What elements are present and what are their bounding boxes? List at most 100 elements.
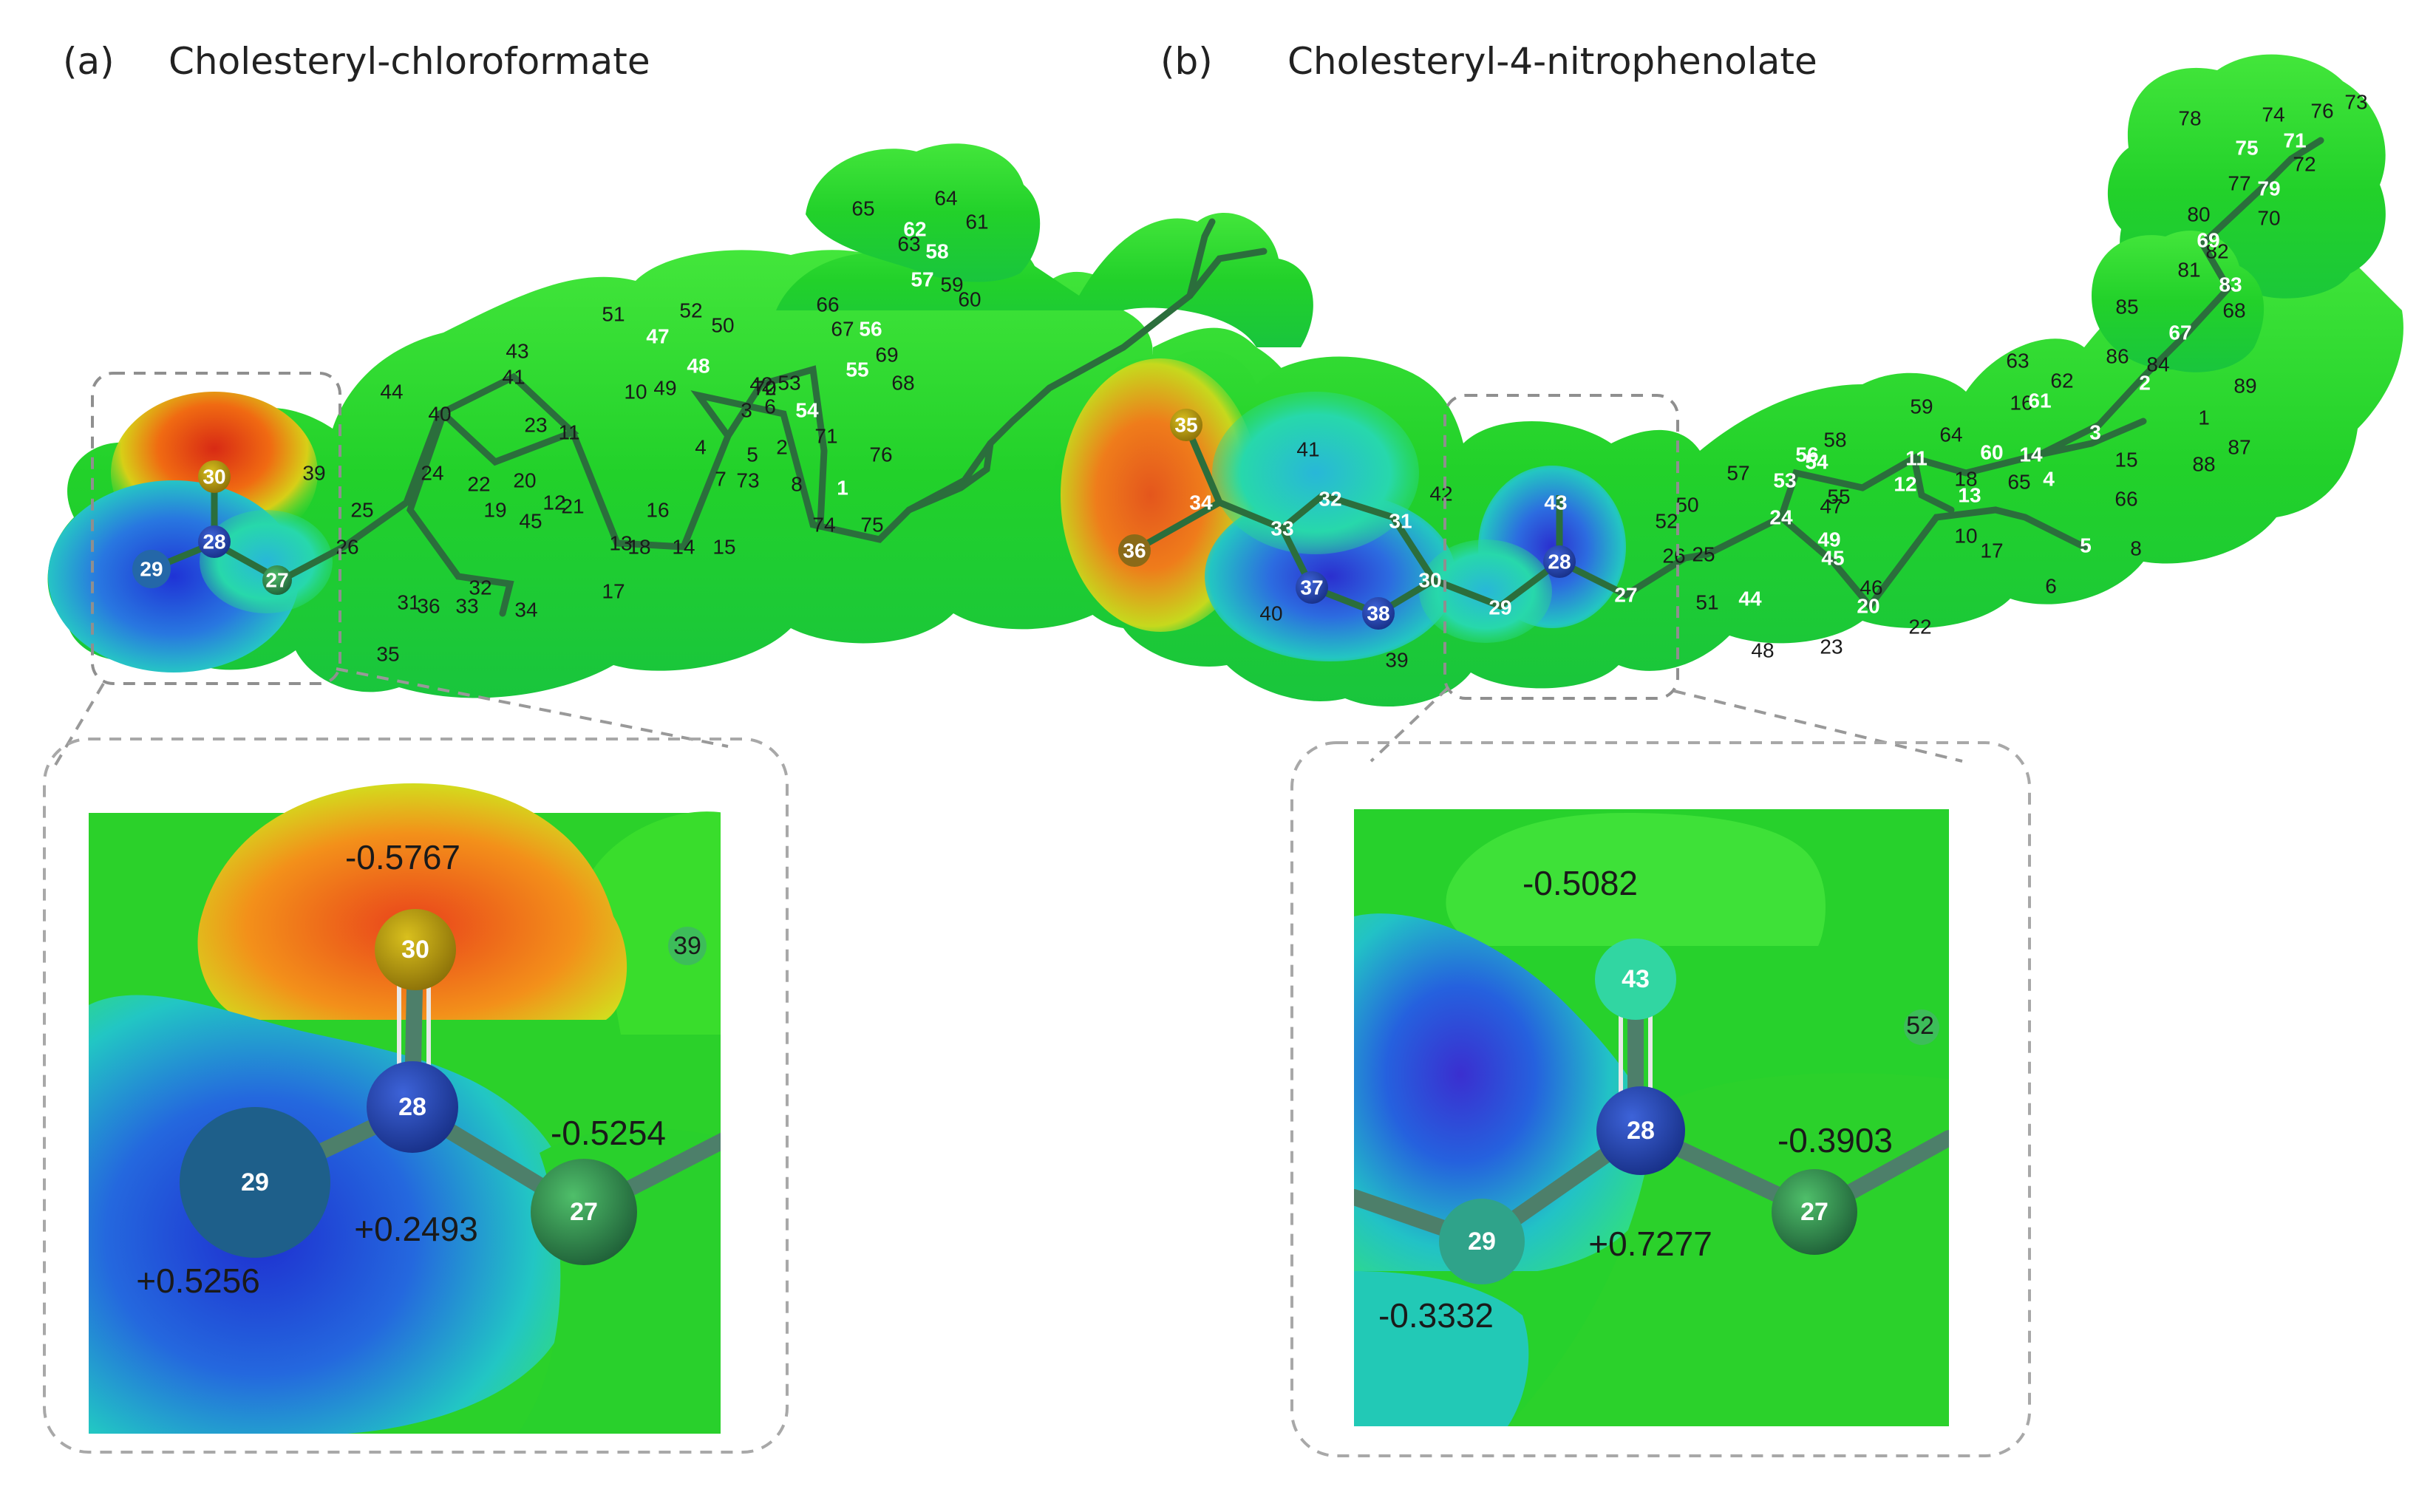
panel-b-atom-label-79: 79: [2257, 177, 2280, 200]
panel-a-atom-label-24: 24: [421, 462, 443, 485]
panel-a-atom-label-17: 17: [602, 580, 625, 603]
panel-b-atom-label-60: 60: [1980, 441, 2003, 464]
zoom-b-atom-label-52: 52: [1906, 1012, 1934, 1040]
panel-b-atom-label-10: 10: [1954, 525, 1977, 548]
panel-b-atom-label-83: 83: [2219, 273, 2242, 296]
zoom-b-atom-43: [1595, 939, 1676, 1020]
zoom-b-atom-label-29: 29: [1468, 1227, 1496, 1256]
panel-a-atom-label-13: 13: [609, 532, 632, 555]
panel-a-atom-label-12: 12: [542, 491, 565, 514]
panel-b-zoom-inset: 43 28 29 27 52 -0.5082 -0.3903 +0.7277 -…: [1290, 741, 2031, 1457]
panel-b-atom-label-69: 69: [2197, 229, 2219, 252]
panel-b-atom-label-85: 85: [2115, 296, 2138, 319]
panel-a-atoms: [132, 460, 292, 595]
panel-b-atom-label-50: 50: [1675, 494, 1698, 517]
zoom-b-atom-52: [1904, 1009, 1939, 1045]
panel-b-atom-label-66: 66: [2115, 488, 2137, 511]
panel-b-atom-label-41: 41: [1296, 438, 1319, 461]
panel-b-atom-label-72: 72: [2293, 153, 2316, 176]
panel-a: (a) Cholesteryl-chloroformate: [43, 40, 1313, 1454]
panel-a-atom-label-16: 16: [646, 499, 669, 522]
panel-a-atom-label-63: 63: [897, 233, 920, 256]
panel-a-atom-label-15: 15: [712, 536, 735, 559]
zoom-b-atom-28: [1596, 1086, 1685, 1175]
panel-a-atom-label-76: 76: [869, 443, 892, 466]
panel-a-atom-label-42: 42: [749, 373, 772, 396]
atom-sphere-28: [198, 525, 231, 558]
panel-b-title: Cholesteryl-4-nitrophenolate: [1287, 40, 1817, 83]
panel-b-atom-label-87: 87: [2228, 436, 2250, 459]
panel-a-atom-label-57: 57: [911, 268, 933, 291]
zoom-b-atom-27: [1772, 1169, 1857, 1255]
panel-b-atom-label-86: 86: [2106, 345, 2129, 368]
panel-a-atom-label-61: 61: [965, 211, 988, 234]
atom-sphere-28b: [1543, 545, 1576, 578]
panel-a-atom-label-68: 68: [891, 372, 914, 395]
charge-b-atom43: -0.5082: [1522, 864, 1638, 902]
zoom-a-atom-label-30: 30: [401, 936, 429, 964]
panel-b-atom-label-58: 58: [1823, 429, 1846, 452]
panel-b-atom-label-74: 74: [2262, 103, 2284, 126]
panel-b-atom-label-49: 49: [1817, 528, 1840, 551]
panel-a-atom-label-40: 40: [428, 403, 451, 426]
zoom-a-atom-label-27: 27: [570, 1198, 598, 1226]
panel-b-atom-label-28: 28: [1548, 551, 1571, 573]
panel-b-atom-label-2: 2: [2139, 372, 2151, 395]
panel-b-atom-label-43: 43: [1544, 491, 1567, 514]
panel-a-atom-label-20: 20: [513, 469, 536, 492]
zoom-b-atom-29: [1439, 1199, 1525, 1284]
charge-b-atom29: -0.3332: [1378, 1296, 1494, 1335]
panel-a-atom-label-49: 49: [653, 377, 676, 400]
panel-a-atom-label-75: 75: [860, 514, 883, 537]
panel-a-atom-label-67: 67: [831, 318, 854, 341]
panel-b-atom-label-48: 48: [1751, 639, 1774, 662]
zoom-a-atom-27: [531, 1159, 637, 1265]
panel-a-atom-label-60: 60: [958, 288, 981, 311]
panel-a-atom-label-74: 74: [812, 514, 835, 537]
panel-b-atom-label-78: 78: [2178, 107, 2201, 130]
panel-a-atom-label-56: 56: [859, 318, 882, 341]
atom-sphere-35: [1170, 409, 1202, 441]
panel-b: (b) Cholesteryl-4-nitrophenolate: [1052, 40, 2403, 1457]
charge-a-atom29: +0.5256: [136, 1261, 260, 1300]
panel-a-atom-label-5: 5: [746, 443, 758, 466]
panel-a-atom-label-10: 10: [624, 381, 647, 403]
panel-b-atom-label-70: 70: [2257, 207, 2280, 230]
panel-a-atom-label-65: 65: [851, 197, 874, 220]
panel-a-atom-label-1: 1: [837, 477, 848, 500]
panel-a-atom-label-70: 70: [753, 377, 776, 400]
panel-b-atom-label-29: 29: [1489, 596, 1511, 619]
zoom-b-atom-label-28: 28: [1627, 1117, 1655, 1145]
panel-b-atom-label-40: 40: [1259, 602, 1282, 625]
panel-a-atom-label-2: 2: [776, 436, 788, 459]
panel-a-atom-label-73: 73: [736, 469, 759, 492]
panel-a-atom-label-62: 62: [903, 218, 926, 241]
panel-b-atom-label-31: 31: [1389, 510, 1412, 533]
panel-a-atom-label-23: 23: [524, 414, 547, 437]
zoom-a-atom-29: [180, 1107, 330, 1258]
panel-a-atom-label-8: 8: [791, 473, 803, 496]
charge-b-atom27: -0.3903: [1777, 1121, 1893, 1159]
panel-b-atom-label-80: 80: [2187, 203, 2210, 226]
panel-b-atom-label-3: 3: [2089, 421, 2101, 444]
panel-a-atom-label-72: 72: [753, 377, 776, 400]
panel-a-atom-label-22: 22: [467, 473, 490, 496]
panel-a-atom-label-11: 11: [558, 421, 579, 444]
panel-b-skeleton: [1132, 137, 2324, 617]
zoom-a-atom-label-39: 39: [673, 932, 701, 960]
panel-a-atom-label-71: 71: [814, 425, 837, 448]
panel-b-label: (b): [1160, 40, 1213, 83]
panel-b-atom-label-75: 75: [2235, 137, 2258, 160]
panel-b-atom-label-4: 4: [2043, 468, 2055, 491]
panel-b-atom-label-42: 42: [1429, 483, 1452, 505]
atom-sphere-30: [198, 460, 231, 493]
panel-b-atom-label-37: 37: [1300, 576, 1323, 599]
atom-sphere-38: [1362, 597, 1395, 630]
panel-b-atom-label-68: 68: [2222, 299, 2245, 322]
panel-b-atom-label-61: 61: [2028, 389, 2051, 412]
panel-b-atom-label-81: 81: [2177, 259, 2200, 282]
atom-sphere-37: [1296, 571, 1328, 604]
panel-b-atom-label-84: 84: [2146, 353, 2169, 376]
panel-b-atom-label-8: 8: [2130, 537, 2142, 560]
panel-a-atom-label-30: 30: [203, 466, 225, 488]
